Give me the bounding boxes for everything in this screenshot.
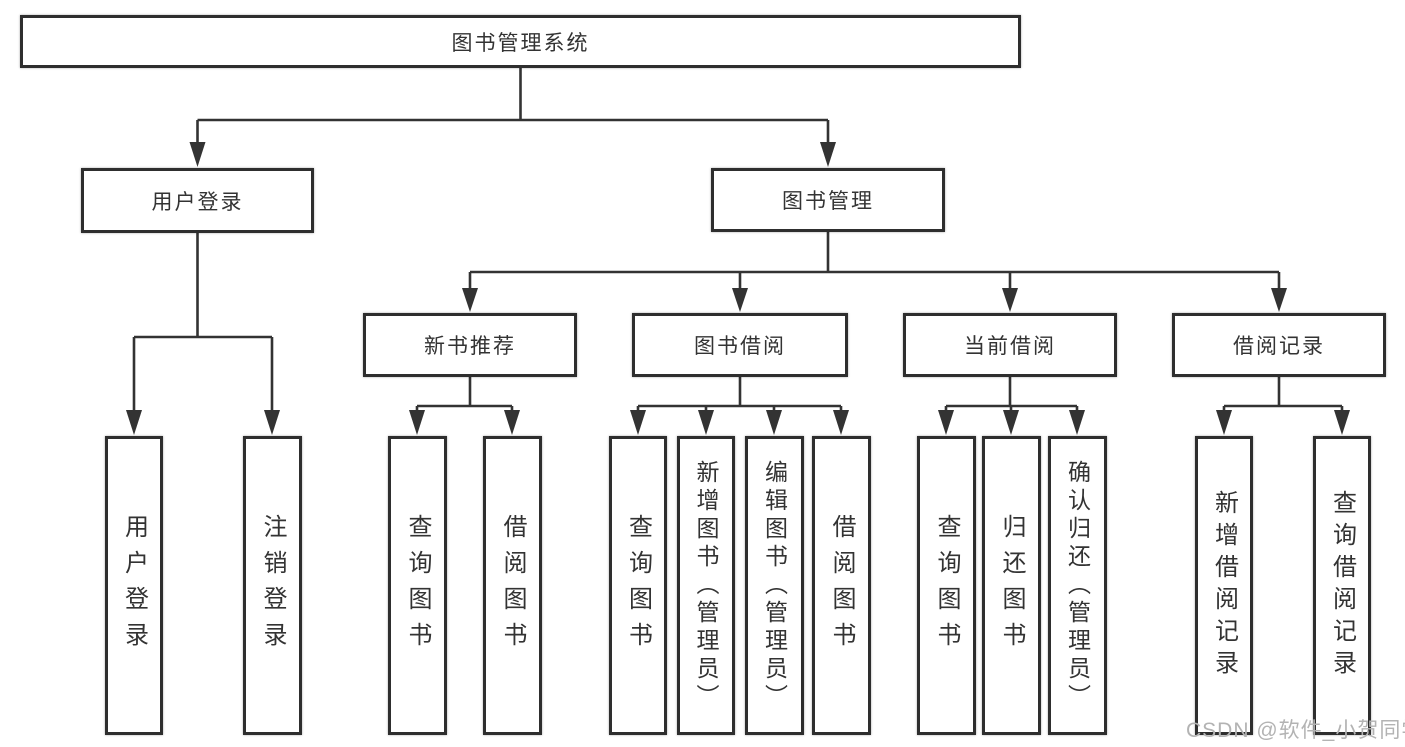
node-label: 图书借阅: [694, 335, 786, 358]
node-label: 用户登录: [120, 513, 148, 658]
node-label: 借阅记录: [1233, 335, 1325, 358]
leaf-query-books-recommend: 查询图书: [388, 436, 447, 735]
leaf-user-login: 用户登录: [105, 436, 163, 735]
connector-book-management-to-level3: [462, 232, 1287, 312]
node-borrowing-records: 借阅记录: [1172, 313, 1386, 377]
node-library-management-system: 图书管理系统: [20, 15, 1021, 68]
node-label: 查询图书: [404, 513, 431, 658]
leaf-add-borrow-record: 新增借阅记录: [1195, 436, 1253, 735]
node-label: 借阅图书: [828, 513, 855, 658]
node-label: 新增借阅记录: [1210, 489, 1238, 682]
leaf-return-books: 归还图书: [982, 436, 1041, 735]
connector-current-borrowing-to-leaves: [938, 377, 1085, 435]
node-label: 编辑图书（管理员）: [761, 459, 788, 712]
leaf-borrow-books-recommend: 借阅图书: [483, 436, 542, 735]
connector-borrowing-records-to-leaves: [1216, 377, 1350, 435]
leaf-edit-book-admin: 编辑图书（管理员）: [745, 436, 804, 735]
node-label: 图书管理系统: [451, 31, 590, 55]
connector-user-login-to-leaves: [126, 233, 280, 435]
node-new-book-recommendation: 新书推荐: [363, 313, 577, 377]
leaf-confirm-return-admin: 确认归还（管理员）: [1048, 436, 1107, 735]
csdn-watermark: CSDN @软件_小贺同学: [1186, 719, 1405, 742]
node-label: 借阅图书: [499, 513, 526, 658]
leaf-query-borrow-record: 查询借阅记录: [1313, 436, 1371, 735]
node-label: 新书推荐: [424, 335, 516, 358]
leaf-query-books-borrowing: 查询图书: [609, 436, 667, 735]
node-book-management: 图书管理: [711, 168, 945, 232]
connector-new-book-recommendation-to-leaves: [409, 377, 520, 435]
node-current-borrowing: 当前借阅: [903, 313, 1117, 377]
connector-root-to-level2: [189, 68, 836, 167]
node-label: 归还图书: [998, 513, 1025, 658]
node-label: 查询借阅记录: [1328, 489, 1356, 682]
node-label: 新增图书（管理员）: [693, 459, 719, 712]
node-label: 图书管理: [782, 190, 874, 213]
leaf-borrow-books: 借阅图书: [812, 436, 871, 735]
connector-book-borrowing-to-leaves: [630, 377, 849, 435]
leaf-logout-login: 注销登录: [243, 436, 302, 735]
node-label: 用户登录: [151, 190, 244, 214]
node-book-borrowing: 图书借阅: [632, 313, 848, 377]
node-label: 当前借阅: [964, 335, 1056, 358]
node-label: 查询图书: [624, 513, 652, 658]
node-user-login: 用户登录: [81, 168, 314, 233]
node-label: 查询图书: [933, 513, 960, 658]
node-label: 注销登录: [259, 513, 286, 658]
node-label: 确认归还（管理员）: [1064, 459, 1091, 712]
leaf-query-books-current: 查询图书: [917, 436, 976, 735]
leaf-add-book-admin: 新增图书（管理员）: [677, 436, 735, 735]
